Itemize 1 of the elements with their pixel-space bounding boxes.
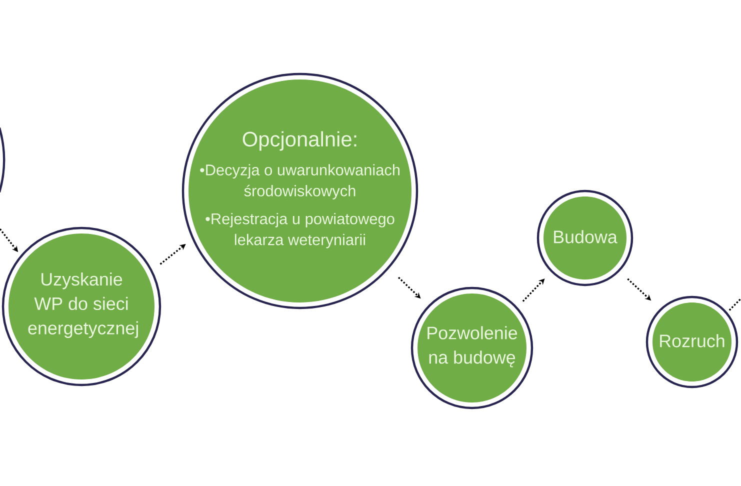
dotted-line: [728, 298, 741, 311]
